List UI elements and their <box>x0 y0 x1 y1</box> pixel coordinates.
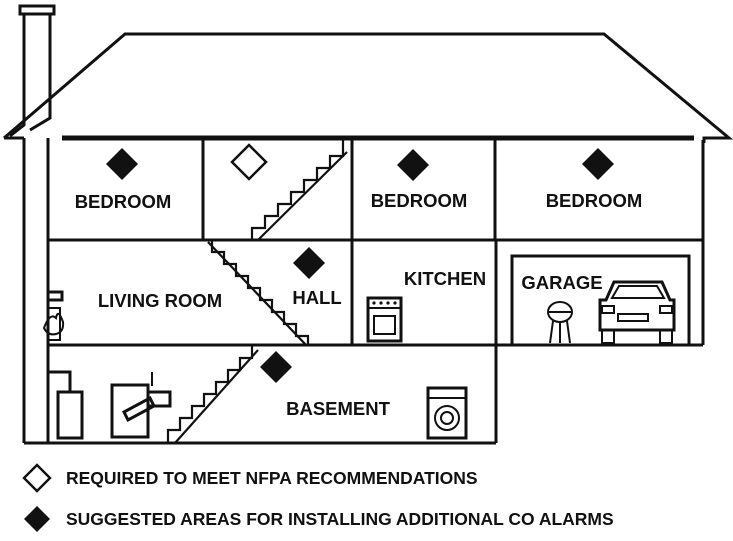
upper-stairs <box>250 140 345 240</box>
middle-stairs <box>210 241 310 345</box>
garage-door-frame <box>510 254 691 347</box>
room-label-bedroom-3: BEDROOM <box>546 190 643 211</box>
room-label-bedroom-1: BEDROOM <box>75 191 172 212</box>
suggested-alarm-marker-basement <box>260 351 292 383</box>
washing-machine-icon <box>426 386 468 440</box>
stove-icon <box>366 296 403 343</box>
legend-required-label: REQUIRED TO MEET NFPA RECOMMENDATIONS <box>66 467 478 488</box>
room-label-hall: HALL <box>292 287 341 308</box>
suggested-alarm-marker-bedroom-1 <box>106 148 138 180</box>
legend-suggested: SUGGESTED AREAS FOR INSTALLING ADDITIONA… <box>22 504 614 534</box>
room-label-living-room: LIVING ROOM <box>98 290 222 311</box>
legend-required: REQUIRED TO MEET NFPA RECOMMENDATIONS <box>22 463 478 493</box>
filled-diamond-icon <box>24 506 50 532</box>
legend-suggested-label: SUGGESTED AREAS FOR INSTALLING ADDITIONA… <box>66 508 614 529</box>
alarm-markers <box>106 143 614 383</box>
basement-stairs <box>166 346 254 443</box>
water-heater-icon <box>48 370 84 440</box>
room-label-garage: GARAGE <box>521 272 602 293</box>
hollow-diamond-icon <box>22 463 52 493</box>
middle-stairs-stringer <box>207 241 307 346</box>
room-label-basement: BASEMENT <box>286 398 391 419</box>
fireplace-icon <box>42 290 65 341</box>
room-label-bedroom-2: BEDROOM <box>371 190 468 211</box>
suggested-alarm-marker-hall <box>293 247 325 279</box>
room-label-kitchen: KITCHEN <box>404 268 486 289</box>
grill-icon <box>547 301 573 344</box>
required-alarm-marker-stair-landing <box>230 143 268 181</box>
upper-stairs-stringer <box>257 151 348 241</box>
suggested-alarm-marker-bedroom-3 <box>582 148 614 180</box>
furnace-icon <box>110 372 172 439</box>
basement-stairs-stringer <box>174 349 259 444</box>
suggested-alarm-marker-bedroom-2 <box>397 149 429 181</box>
roof <box>3 32 733 143</box>
car-icon <box>598 280 676 344</box>
